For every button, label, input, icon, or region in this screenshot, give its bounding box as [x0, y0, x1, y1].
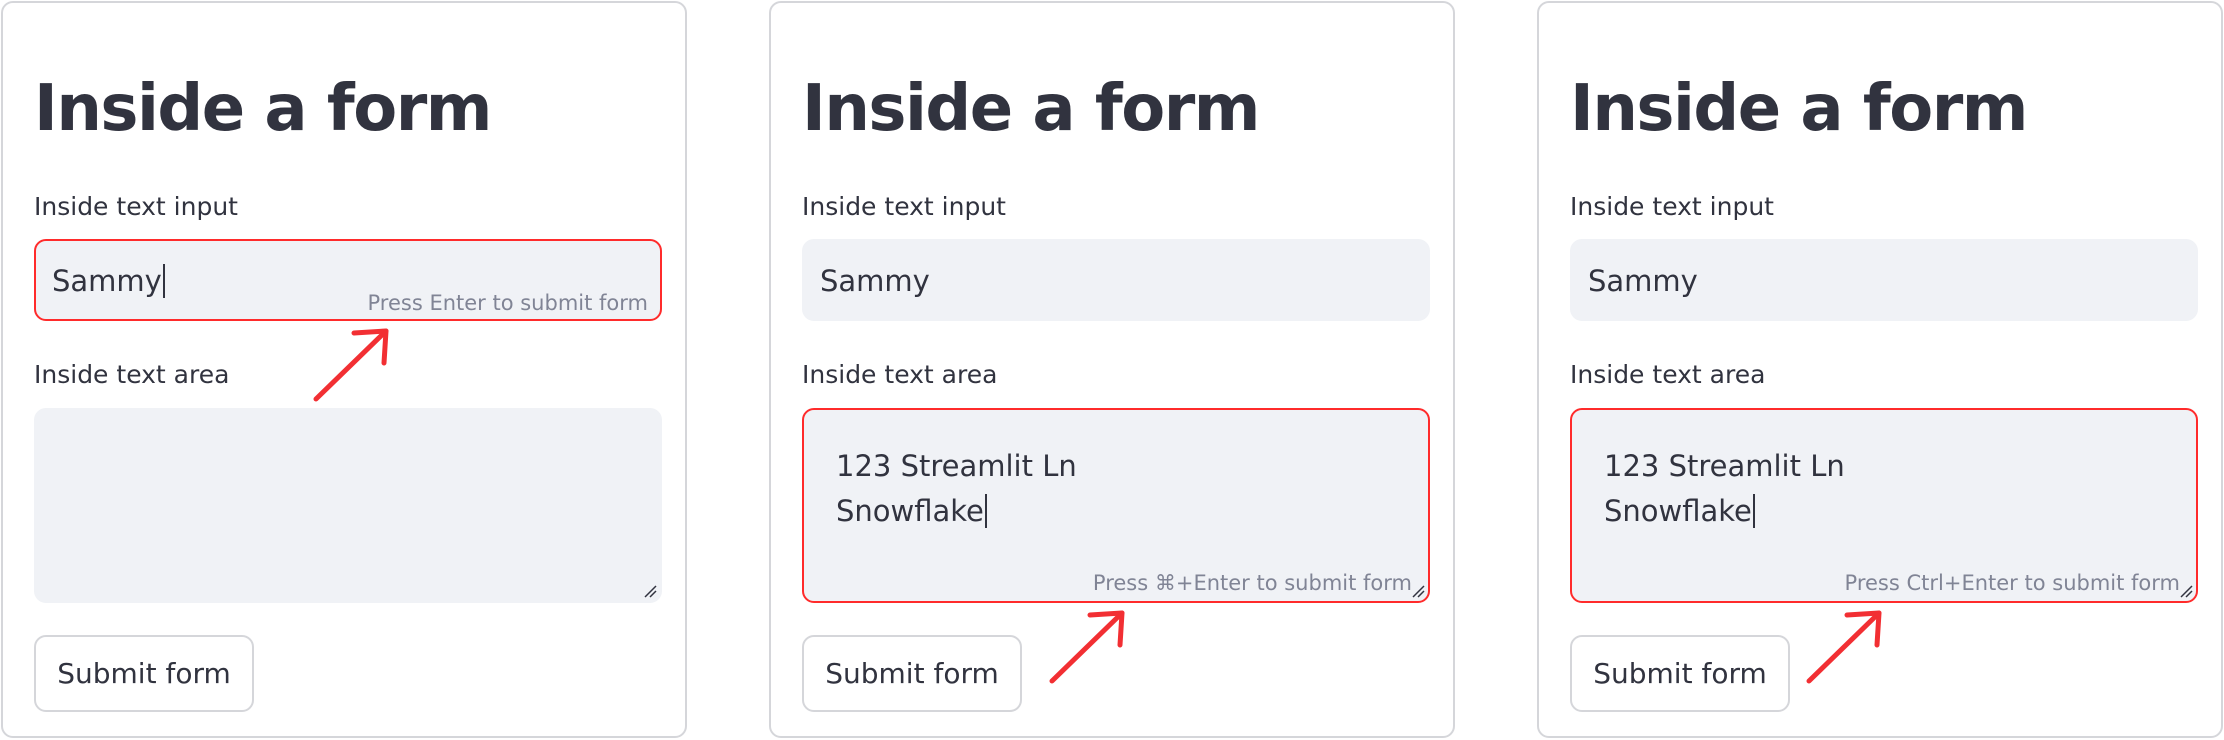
form-panel-3: Inside a form Inside text input Sammy In…	[1537, 1, 2223, 738]
text-input-value: Sammy	[820, 264, 930, 298]
text-input[interactable]: Sammy Press Enter to submit form	[34, 239, 662, 321]
text-area[interactable]: 123 Streamlit Ln Snowflake Press ⌘+Enter…	[802, 408, 1430, 603]
text-input-label: Inside text input	[1570, 192, 1774, 221]
text-input-label: Inside text input	[802, 192, 1006, 221]
text-area[interactable]: 123 Streamlit Ln Snowflake Press Ctrl+En…	[1570, 408, 2198, 603]
text-area-value: 123 Streamlit Ln Snowflake	[1604, 449, 1845, 528]
text-area-label: Inside text area	[802, 360, 998, 389]
submit-button[interactable]: Submit form	[1570, 635, 1790, 712]
annotation-arrow-icon	[1049, 610, 1125, 684]
page-title: Inside a form	[802, 72, 1260, 146]
submit-hint: Press Enter to submit form	[367, 291, 649, 315]
annotation-arrow-icon	[313, 328, 389, 402]
text-area-label: Inside text area	[1570, 360, 1766, 389]
text-input-label: Inside text input	[34, 192, 238, 221]
submit-hint: Press ⌘+Enter to submit form	[1092, 571, 1412, 595]
text-input-value: Sammy	[1588, 264, 1698, 298]
text-input[interactable]: Sammy	[1570, 239, 2198, 321]
text-area[interactable]	[34, 408, 662, 603]
resize-handle-icon[interactable]	[643, 584, 657, 598]
text-input-value: Sammy	[52, 263, 165, 299]
submit-hint: Press Ctrl+Enter to submit form	[1844, 571, 2180, 595]
submit-button[interactable]: Submit form	[34, 635, 254, 712]
annotation-arrow-icon	[1806, 610, 1882, 684]
text-area-value: 123 Streamlit Ln Snowflake	[836, 449, 1077, 528]
resize-handle-icon[interactable]	[2179, 584, 2193, 598]
text-area-label: Inside text area	[34, 360, 230, 389]
text-input[interactable]: Sammy	[802, 239, 1430, 321]
text-caret	[162, 264, 165, 298]
page-title: Inside a form	[1570, 72, 2028, 146]
form-panel-2: Inside a form Inside text input Sammy In…	[769, 1, 1455, 738]
page-title: Inside a form	[34, 72, 492, 146]
text-caret	[1752, 494, 1755, 528]
resize-handle-icon[interactable]	[1411, 584, 1425, 598]
form-panel-1: Inside a form Inside text input Sammy Pr…	[1, 1, 687, 738]
text-caret	[984, 494, 987, 528]
submit-button[interactable]: Submit form	[802, 635, 1022, 712]
